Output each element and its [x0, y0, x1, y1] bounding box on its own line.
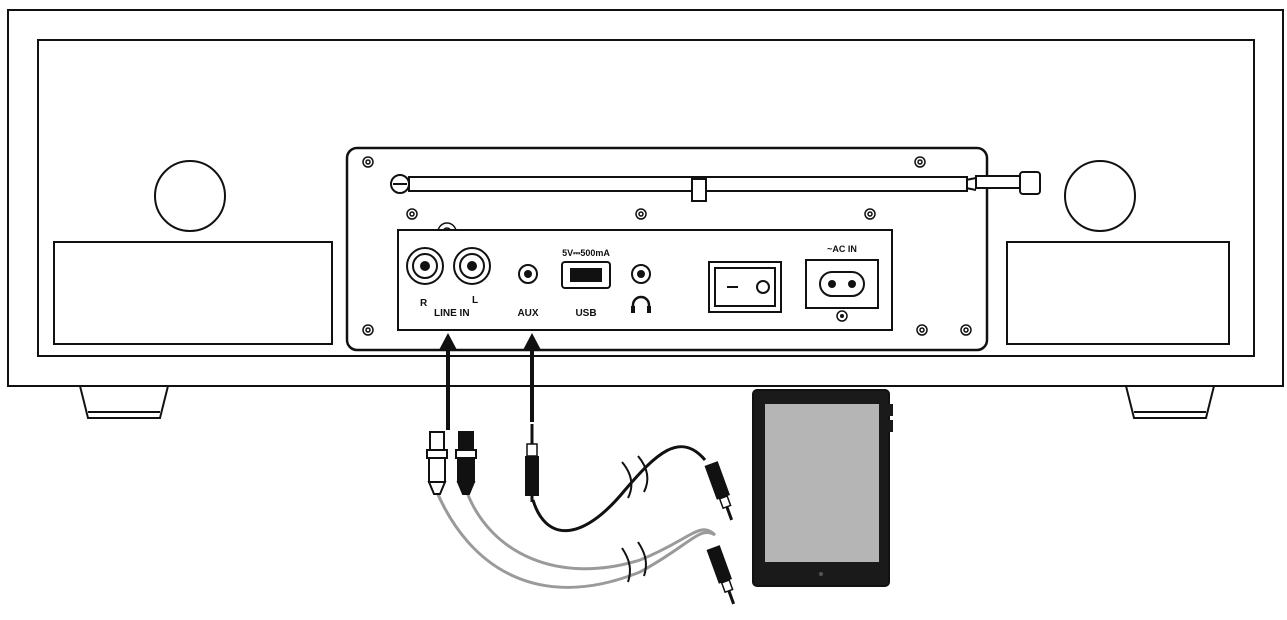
right-foot — [1124, 385, 1216, 419]
rca-jack-right — [406, 247, 444, 285]
aux-cable — [525, 424, 734, 533]
aux-plug-tablet — [704, 461, 734, 521]
rca-cable-jack-plug — [706, 545, 736, 605]
line-in-rca-jacks: R LINE IN L — [406, 247, 491, 319]
ac-in-label: ~AC IN — [827, 244, 857, 254]
usb-label: USB — [575, 308, 596, 319]
headphone-jack — [631, 264, 651, 313]
tablet-screen — [765, 404, 879, 562]
tablet-home-button — [819, 572, 823, 576]
tablet — [752, 389, 893, 587]
rca-jack-left — [453, 247, 491, 285]
tablet-side-button — [888, 404, 893, 416]
line-in-label: LINE IN — [434, 308, 470, 319]
left-foot — [78, 385, 170, 419]
left-vent — [53, 241, 333, 345]
rear-panel: R LINE IN L AUX 5V⎓500mA USB — [345, 146, 1041, 352]
line-in-l-label: L — [472, 295, 478, 306]
aux-plug-radio — [525, 424, 539, 502]
usb-rating-label: 5V⎓500mA — [562, 248, 610, 258]
right-speaker-port — [1064, 160, 1136, 232]
rca-plug-red — [455, 431, 477, 495]
rca-plug-white — [426, 431, 448, 495]
headphone-icon — [631, 295, 651, 313]
line-in-r-label: R — [420, 298, 428, 309]
aux-jack: AUX — [517, 264, 539, 319]
rca-cable — [426, 431, 736, 605]
antenna — [390, 171, 1041, 202]
usb-port: 5V⎓500mA USB — [561, 248, 611, 319]
power-switch — [708, 261, 782, 313]
left-speaker-port — [154, 160, 226, 232]
ac-in-socket: ~AC IN — [805, 244, 879, 322]
tablet-side-button-2 — [888, 420, 893, 432]
aux-label: AUX — [517, 308, 538, 319]
right-vent — [1006, 241, 1230, 345]
connection-arrows — [439, 333, 541, 430]
